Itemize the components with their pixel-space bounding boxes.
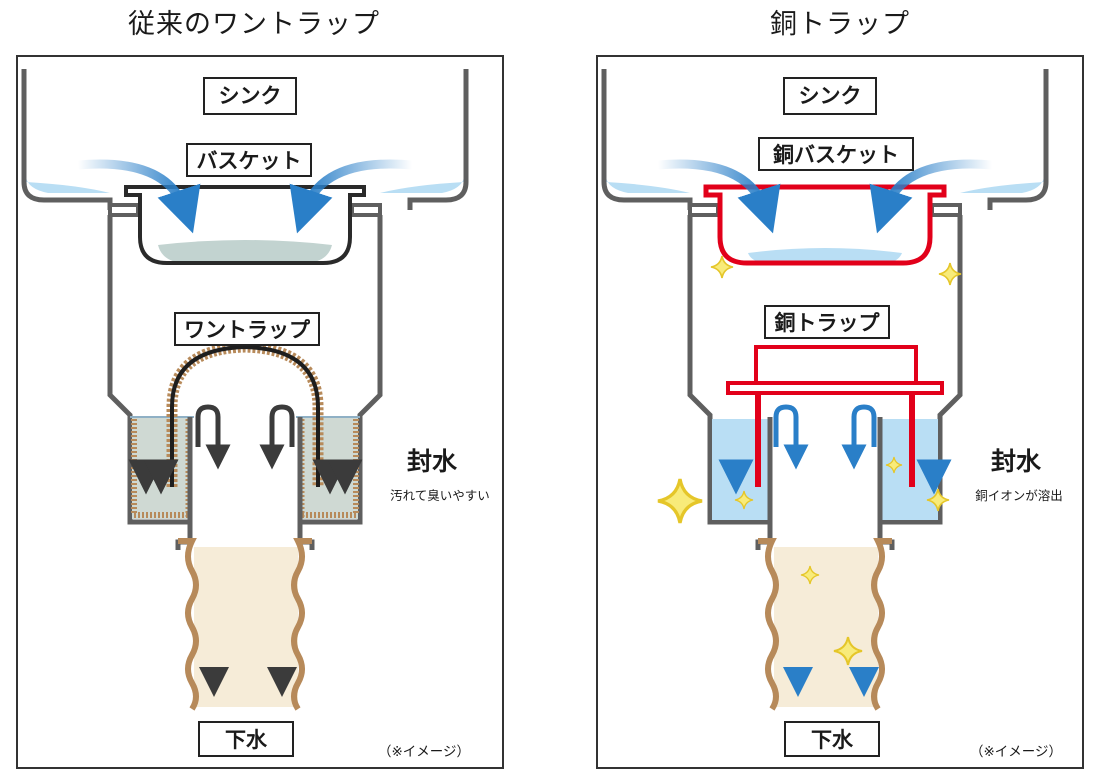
image-note: （※イメージ） — [378, 744, 471, 760]
left-title: 従来のワントラップ — [128, 9, 380, 40]
trap-cup — [170, 344, 320, 487]
turn-arrow-left — [773, 404, 809, 470]
basket-label: バスケット — [186, 143, 312, 177]
drain-label: 下水 — [784, 721, 880, 757]
drain-body — [687, 215, 963, 525]
seal-label: 封水 — [406, 447, 457, 476]
turn-arrow-right — [259, 404, 295, 470]
inflow-arrow-right — [869, 159, 993, 234]
sink-label: シンク — [783, 77, 877, 115]
sink-water-right — [960, 177, 1044, 193]
turn-arrow-right — [841, 404, 877, 470]
right-panel: シンク 銅バスケット 銅トラップ 封水 銅イオンが溶出 下水 （※イメージ） — [596, 55, 1084, 769]
right-trap-diagram — [601, 69, 1049, 711]
inflow-arrow-left — [77, 159, 201, 234]
basket — [124, 185, 366, 265]
trap-label: ワントラップ — [174, 312, 320, 346]
flange-right — [350, 203, 382, 217]
left-panel: シンク バスケット ワントラップ 封水 汚れて臭いやすい 下水 （※イメージ） — [16, 55, 504, 769]
drain-body — [107, 215, 383, 525]
seal-water-left — [712, 419, 770, 520]
right-title: 銅トラップ — [770, 9, 910, 40]
copper-basket — [703, 184, 947, 266]
sink-water-left — [606, 177, 690, 193]
basket-water — [158, 240, 332, 263]
sink-water-right — [380, 177, 464, 193]
sink-outline — [601, 69, 1049, 210]
sewer-right-wall — [291, 538, 312, 711]
seal-label: 封水 — [990, 447, 1041, 476]
flange-left — [688, 203, 720, 217]
sparkle-icon — [656, 477, 704, 525]
inflow-arrow-right — [289, 159, 413, 234]
left-trap-diagram — [21, 69, 469, 711]
turn-arrow-left — [195, 404, 231, 470]
copper-trap-top — [754, 345, 918, 385]
basket-water — [748, 248, 902, 263]
dirt-right — [300, 419, 359, 518]
image-note: （※イメージ） — [970, 744, 1063, 760]
copper-basket-label: 銅バスケット — [758, 137, 914, 171]
flange-left — [108, 203, 140, 217]
flange-right — [930, 203, 962, 217]
sink-outline — [21, 69, 469, 210]
sink-label: シンク — [203, 77, 297, 115]
sewer-left-wall — [178, 538, 199, 711]
sink-water-left — [26, 177, 110, 193]
copper-trap-label: 銅トラップ — [764, 305, 890, 339]
seal-note: 汚れて臭いやすい — [390, 488, 490, 503]
sewer-left-wall — [758, 538, 779, 711]
dirt-left — [131, 419, 190, 518]
copper-trap-rim — [726, 381, 944, 395]
seal-note: 銅イオンが溶出 — [975, 488, 1063, 503]
inflow-arrow-left — [657, 159, 781, 234]
drain-label: 下水 — [198, 721, 294, 757]
